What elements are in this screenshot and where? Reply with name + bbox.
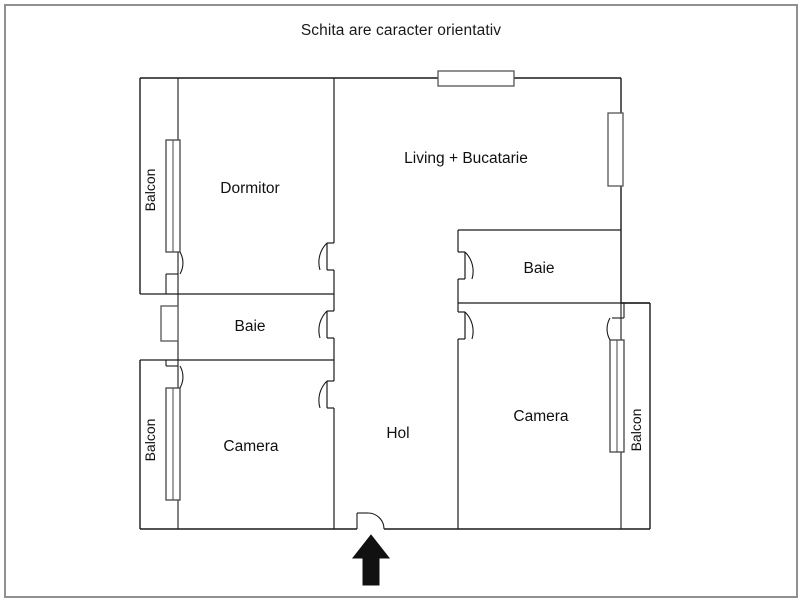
door-camera-right-arc — [464, 311, 474, 340]
entrance-arrow — [351, 534, 391, 586]
room-label-balcon-top-left: Balcon — [142, 169, 158, 212]
room-label-living: Living + Bucatarie — [404, 150, 528, 167]
room-label-balcon-bottom-left: Balcon — [142, 419, 158, 462]
window-living-right-icon — [607, 112, 624, 187]
hol-left-wall — [326, 78, 335, 529]
page-title: Schita are caracter orientativ — [300, 22, 502, 39]
room-label-baie-right: Baie — [523, 260, 554, 277]
page-border — [4, 4, 798, 598]
entrance-arrow-icon — [351, 534, 391, 586]
room-label-camera-right: Camera — [513, 408, 569, 425]
interior-walls-left — [140, 293, 334, 361]
door-dormitor-arc — [318, 242, 328, 271]
door-swings — [165, 242, 625, 530]
door-balcony-right-arc — [606, 317, 611, 341]
room-label-hol: Hol — [386, 425, 409, 442]
room-label-balcon-right: Balcon — [628, 409, 644, 452]
window-baie-left-icon — [160, 305, 179, 342]
door-camera-left-arc — [318, 380, 328, 409]
room-label-camera-left: Camera — [223, 438, 279, 455]
door-balcony-top-left-arc — [179, 251, 184, 275]
window-living-top-icon — [437, 70, 515, 87]
interior-walls-right — [458, 229, 650, 304]
outer-walls — [139, 77, 651, 530]
door-entrance-arc — [367, 512, 385, 530]
door-baie-right-arc — [464, 251, 474, 280]
hol-right-wall — [457, 230, 466, 529]
room-label-dormitor: Dormitor — [220, 180, 279, 197]
room-label-baie-left: Baie — [234, 318, 265, 335]
door-balcony-bottom-left-arc — [179, 365, 184, 389]
door-baie-left-arc — [318, 310, 328, 339]
